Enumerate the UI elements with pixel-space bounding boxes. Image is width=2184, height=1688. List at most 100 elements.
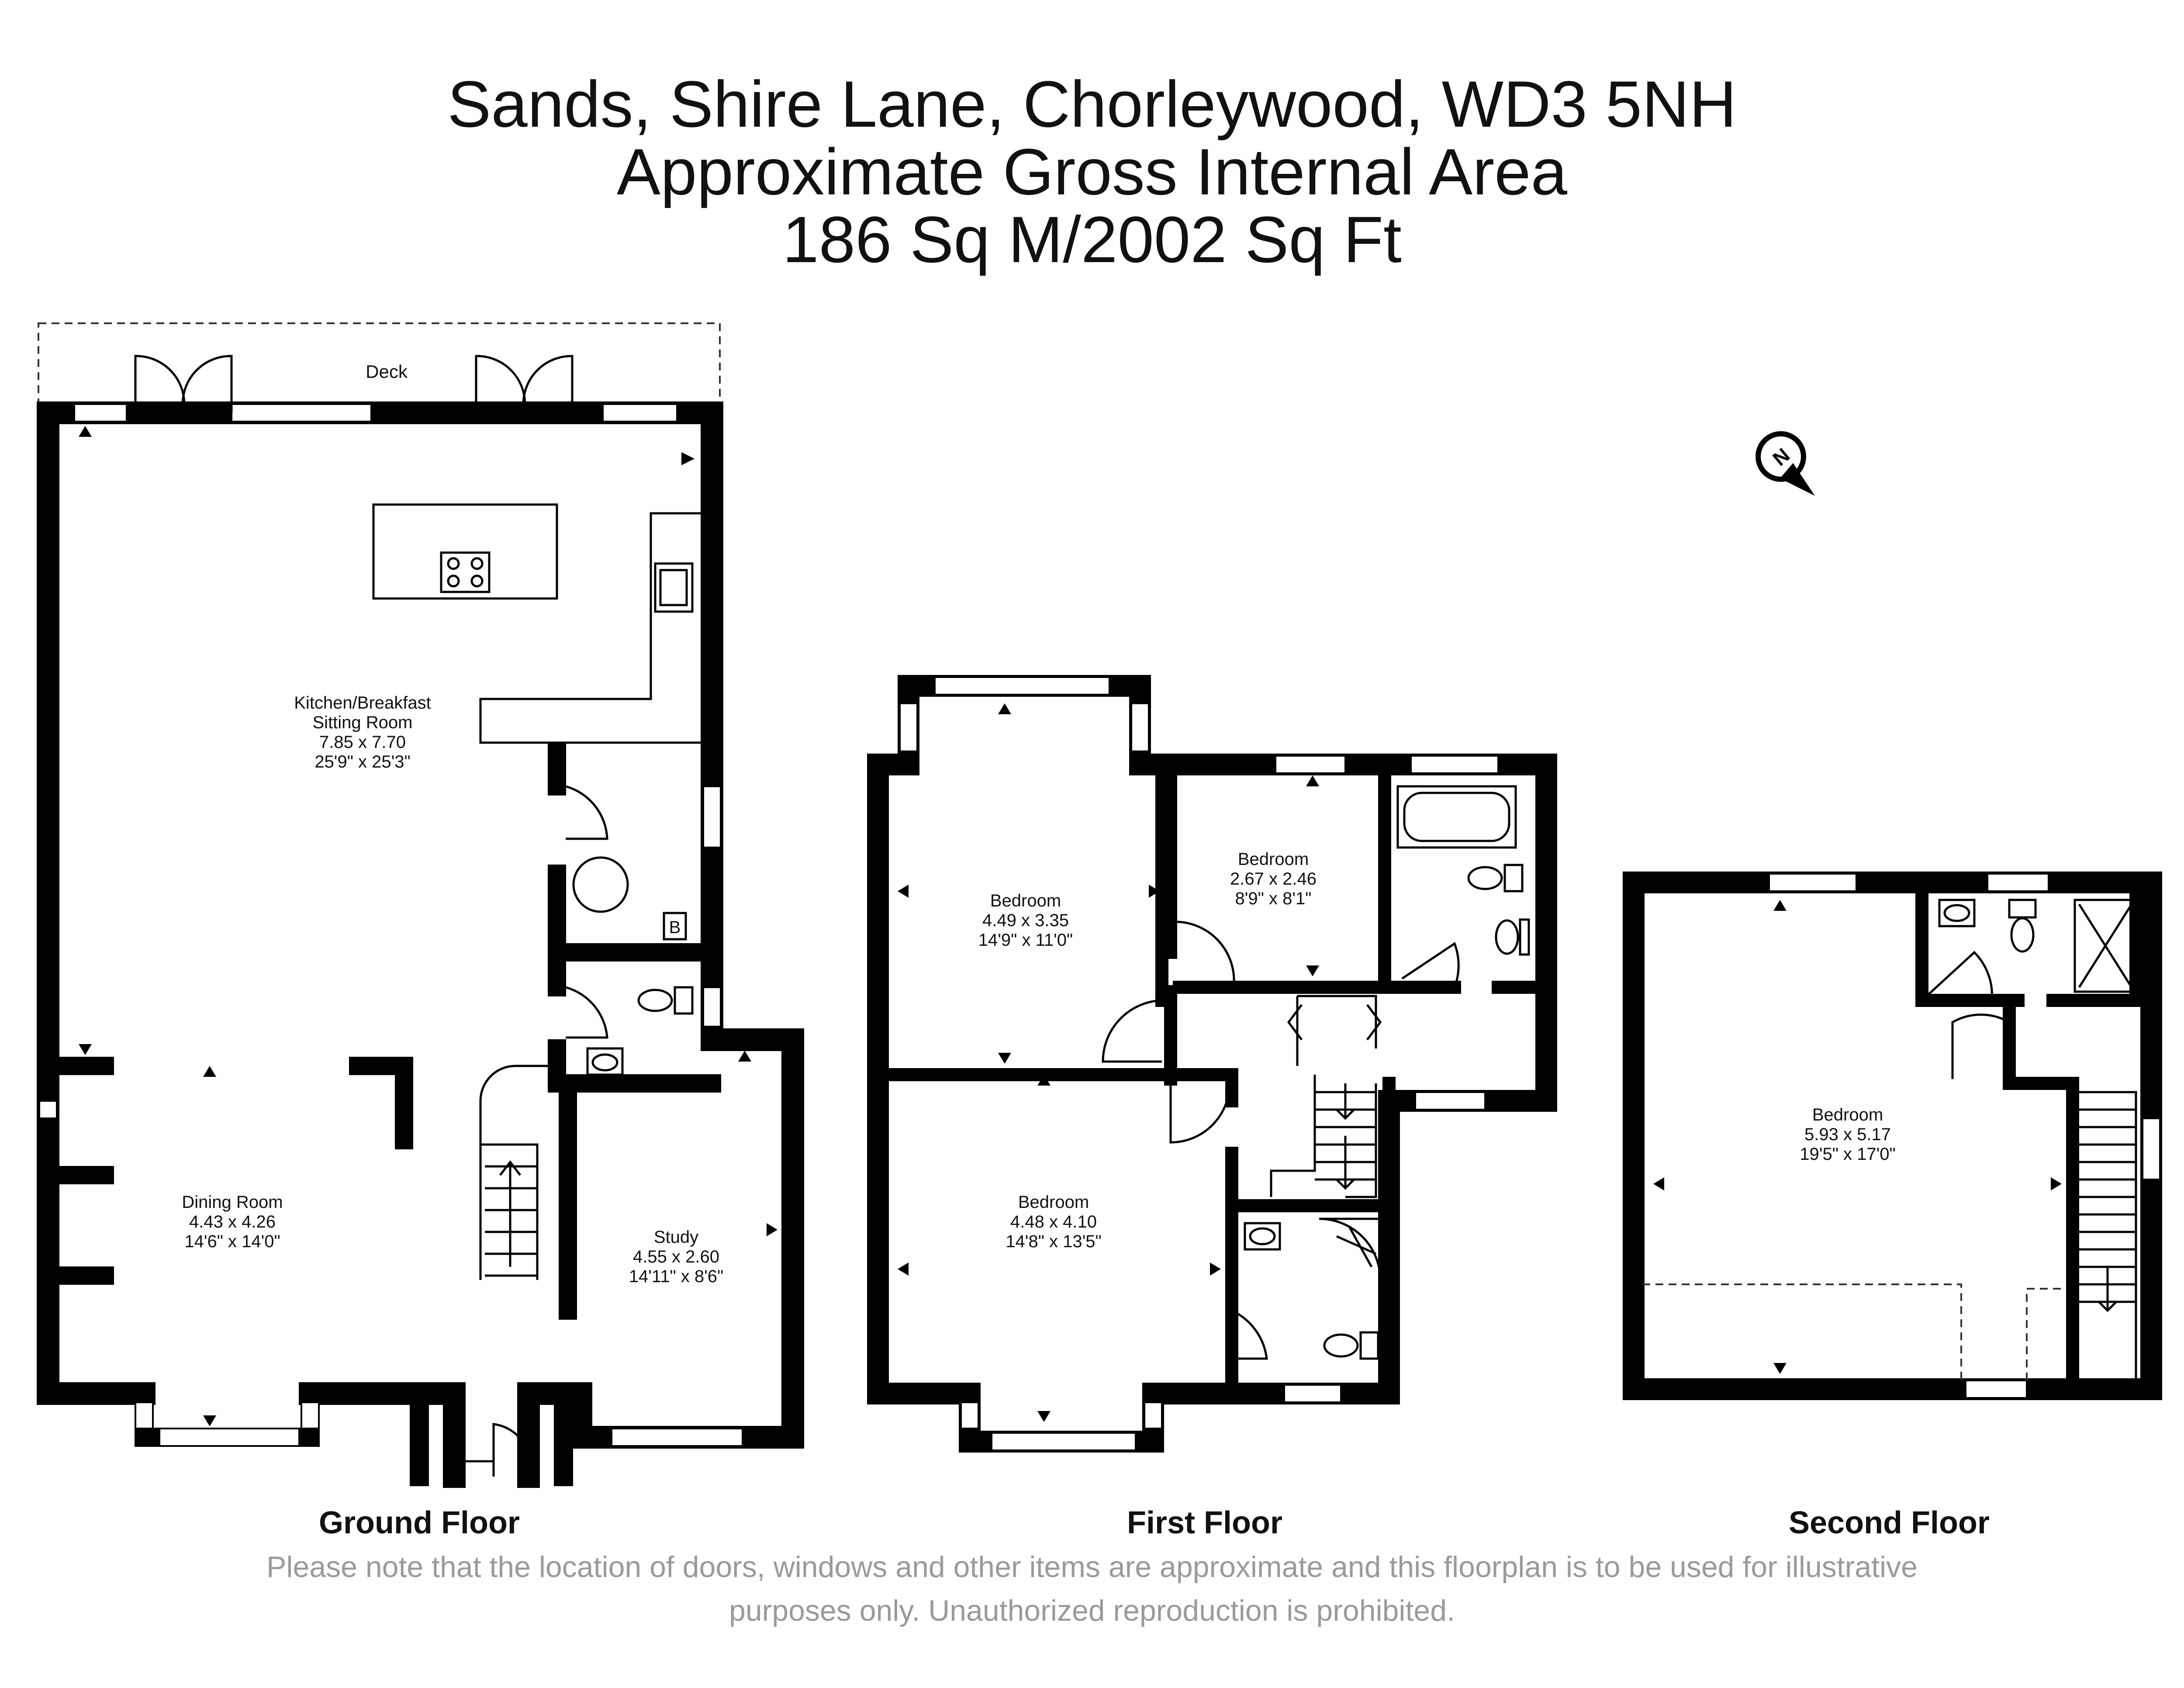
deck-outline (38, 322, 721, 412)
door-swing (1169, 1083, 1231, 1144)
basin-icon (1495, 918, 1530, 956)
toilet-icon (1323, 1331, 1379, 1360)
window (38, 1100, 58, 1119)
kitchen-worktop (479, 512, 712, 744)
hob-icon (440, 551, 491, 593)
floor-label-second: Second Floor (1789, 1505, 1990, 1540)
window (1144, 1401, 1163, 1429)
staircase (2079, 1091, 2137, 1380)
window (73, 403, 128, 422)
deck-label: Deck (366, 361, 408, 382)
measurement-arrows (1653, 900, 2062, 1374)
french-door-left (134, 355, 233, 413)
floor-label-ground: Ground Floor (319, 1505, 520, 1540)
window (991, 1432, 1137, 1451)
window (1275, 755, 1346, 774)
window (899, 702, 918, 752)
room-name-line2: Sitting Room (313, 713, 413, 732)
dining-piers (39, 1057, 413, 1285)
shower-icon (1319, 1218, 1382, 1280)
room-name: Bedroom (1238, 850, 1309, 869)
door-swing (565, 785, 608, 840)
room-label-bedroom-attic: Bedroom 5.93 x 5.17 19'5" x 17'0" (1800, 1105, 1895, 1164)
room-metric: 4.43 x 4.26 (189, 1212, 276, 1231)
room-metric: 7.85 x 7.70 (319, 733, 406, 752)
measurement-arrows (898, 703, 1319, 1422)
room-imperial: 25'9" x 25'3" (314, 752, 410, 771)
staircase (479, 1065, 557, 1280)
kitchen-island (372, 503, 558, 600)
measurement-arrows (79, 426, 778, 1426)
room-name: Study (654, 1228, 698, 1247)
north-arrow-icon: N (1755, 431, 1815, 496)
window (1410, 755, 1499, 774)
boiler-label: B (669, 918, 681, 937)
room-name: Bedroom (990, 891, 1061, 910)
ground-outer-wall (37, 401, 804, 1488)
basin-icon (1938, 899, 1976, 927)
window (1283, 1384, 1342, 1403)
ground-porch-wall (410, 1384, 573, 1486)
front-door (462, 1423, 532, 1477)
stair-treads (1287, 1004, 1382, 1190)
stair-treads (2079, 1108, 2136, 1312)
window (2142, 1117, 2161, 1180)
stair-treads (485, 1160, 537, 1277)
room-metric: 4.55 x 2.60 (633, 1247, 719, 1266)
disclaimer: Please note that the location of doors, … (266, 1550, 1918, 1627)
sink-icon (654, 562, 694, 613)
window (231, 403, 372, 422)
room-imperial: 19'5" x 17'0" (1800, 1145, 1895, 1164)
window (611, 1428, 743, 1447)
window (934, 676, 1110, 695)
room-label-bedroom-3: Bedroom 4.48 x 4.10 14'8" x 13'5" (1006, 1193, 1101, 1251)
basin-icon (1244, 1222, 1281, 1251)
toilet-icon (637, 986, 694, 1015)
room-label-study: Study 4.55 x 2.60 14'11" x 8'6" (629, 1228, 723, 1286)
first-internal-walls (871, 767, 1553, 1391)
door-swing (1951, 1013, 2010, 1079)
disclaimer-line-2: purposes only. Unauthorized reproduction… (729, 1594, 1455, 1627)
door-swing (1231, 1309, 1268, 1360)
title-area-label: Approximate Gross Internal Area (617, 135, 1568, 208)
door-swing (565, 986, 608, 1039)
room-label-dining: Dining Room 4.43 x 4.26 14'6" x 14'0" (182, 1193, 283, 1251)
window (1414, 1091, 1486, 1110)
window (1987, 873, 2049, 892)
disclaimer-line-1: Please note that the location of doors, … (266, 1550, 1918, 1584)
room-imperial: 14'8" x 13'5" (1006, 1232, 1101, 1251)
bath-icon (1396, 785, 1517, 849)
room-label-kitchen: Kitchen/Breakfast Sitting Room 7.85 x 7.… (294, 693, 431, 771)
room-imperial: 14'11" x 8'6" (629, 1267, 723, 1286)
ground-floor-plan: Deck B (37, 322, 804, 1540)
window (602, 403, 678, 422)
window (1965, 1380, 2028, 1399)
window (135, 1401, 154, 1429)
restricted-headroom-line (1642, 1283, 2062, 1380)
room-name: Dining Room (182, 1193, 283, 1212)
second-floor-plan: Bedroom 5.93 x 5.17 19'5" x 17'0" Second… (1623, 872, 2162, 1540)
first-outer-wall (867, 675, 1557, 1453)
tank-icon (572, 856, 629, 913)
window (1768, 873, 1857, 892)
french-door-right (475, 355, 574, 413)
window (1130, 702, 1150, 752)
toilet-icon (1467, 864, 1524, 892)
title-address: Sands, Shire Lane, Chorleywood, WD3 5NH (447, 67, 1736, 141)
title-area-value: 186 Sq M/2002 Sq Ft (782, 203, 1402, 276)
door-swing (1174, 920, 1235, 983)
door-swing (1401, 942, 1460, 988)
title-block: Sands, Shire Lane, Chorleywood, WD3 5NH … (447, 67, 1736, 276)
utility-walls (548, 742, 721, 1093)
floor-label-first: First Floor (1127, 1505, 1282, 1540)
toilet-icon (2008, 899, 2037, 953)
room-imperial: 14'6" x 14'0" (184, 1232, 280, 1251)
door-swing (1102, 999, 1162, 1063)
boiler-box (663, 912, 687, 941)
room-metric: 4.48 x 4.10 (1010, 1212, 1097, 1231)
room-imperial: 14'9" x 11'0" (978, 930, 1073, 950)
room-metric: 4.49 x 3.35 (982, 911, 1069, 930)
room-label-bedroom-2: Bedroom 2.67 x 2.46 8'9" x 8'1" (1230, 850, 1317, 908)
basin-icon (586, 1047, 624, 1076)
